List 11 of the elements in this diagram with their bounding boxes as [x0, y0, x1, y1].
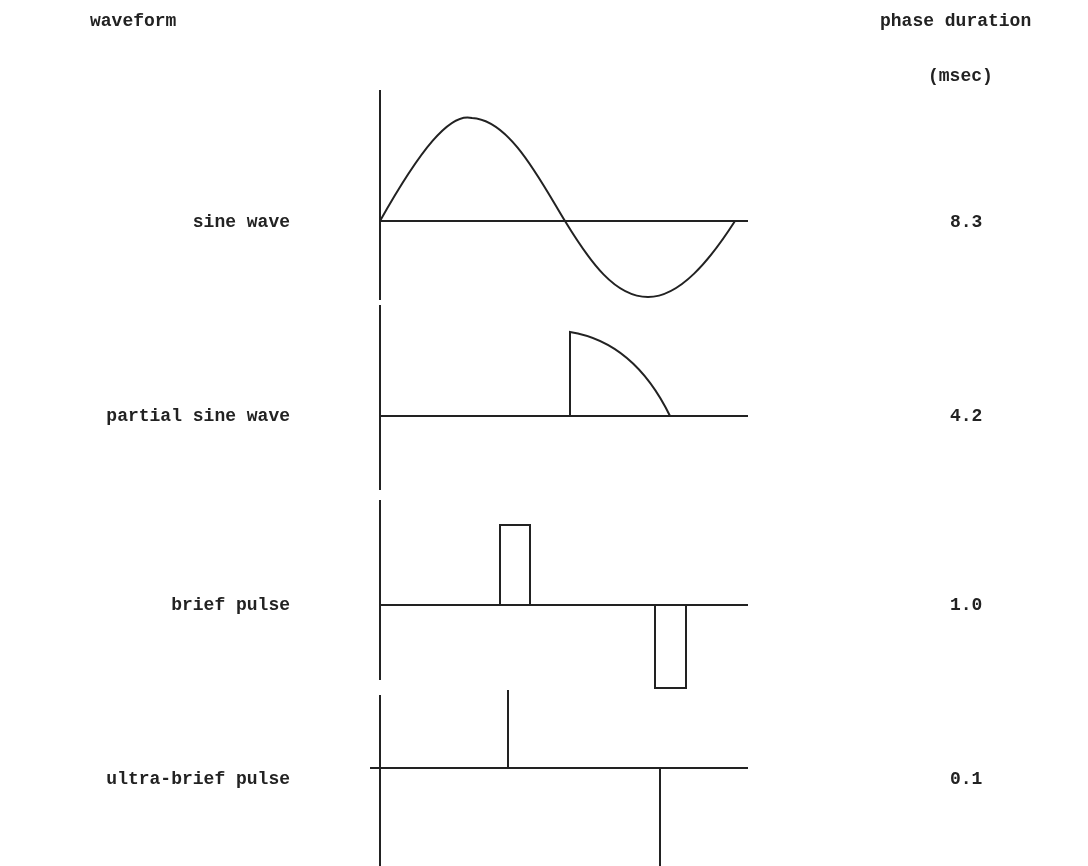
duration-value: 0.1: [950, 768, 983, 790]
duration-value: 4.2: [950, 405, 983, 427]
row-label: ultra-brief pulse: [106, 768, 290, 790]
column-header: phase duration: [880, 10, 1032, 32]
row-label: sine wave: [192, 211, 290, 233]
column-header: waveform: [90, 10, 177, 32]
duration-value: 1.0: [950, 594, 983, 616]
duration-value: 8.3: [950, 211, 983, 233]
row-label: partial sine wave: [106, 405, 290, 427]
row-label: brief pulse: [171, 594, 290, 616]
unit-label: (msec): [928, 65, 993, 87]
